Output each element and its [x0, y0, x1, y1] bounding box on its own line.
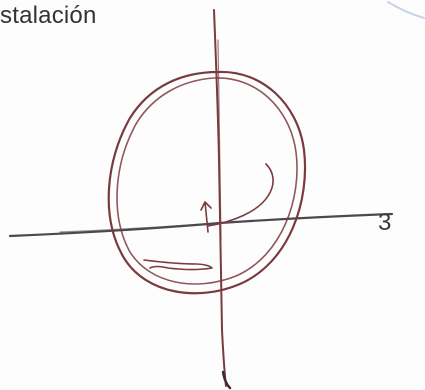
center-arrow-mark — [200, 201, 212, 233]
horizontal-axis — [8, 212, 394, 238]
inner-arc — [207, 163, 274, 227]
vertical-axis-stroke-2 — [217, 39, 222, 241]
horizontal-axis-stroke-2 — [59, 221, 231, 233]
vertical-axis-hook — [221, 370, 232, 390]
axis-label-3: 3 — [378, 209, 392, 236]
page-header-text: stalación — [0, 2, 97, 29]
lower-left-scribble — [143, 259, 213, 271]
circle-outer — [107, 70, 307, 295]
corner-mark — [387, 1, 425, 19]
circle-inner — [116, 77, 298, 285]
